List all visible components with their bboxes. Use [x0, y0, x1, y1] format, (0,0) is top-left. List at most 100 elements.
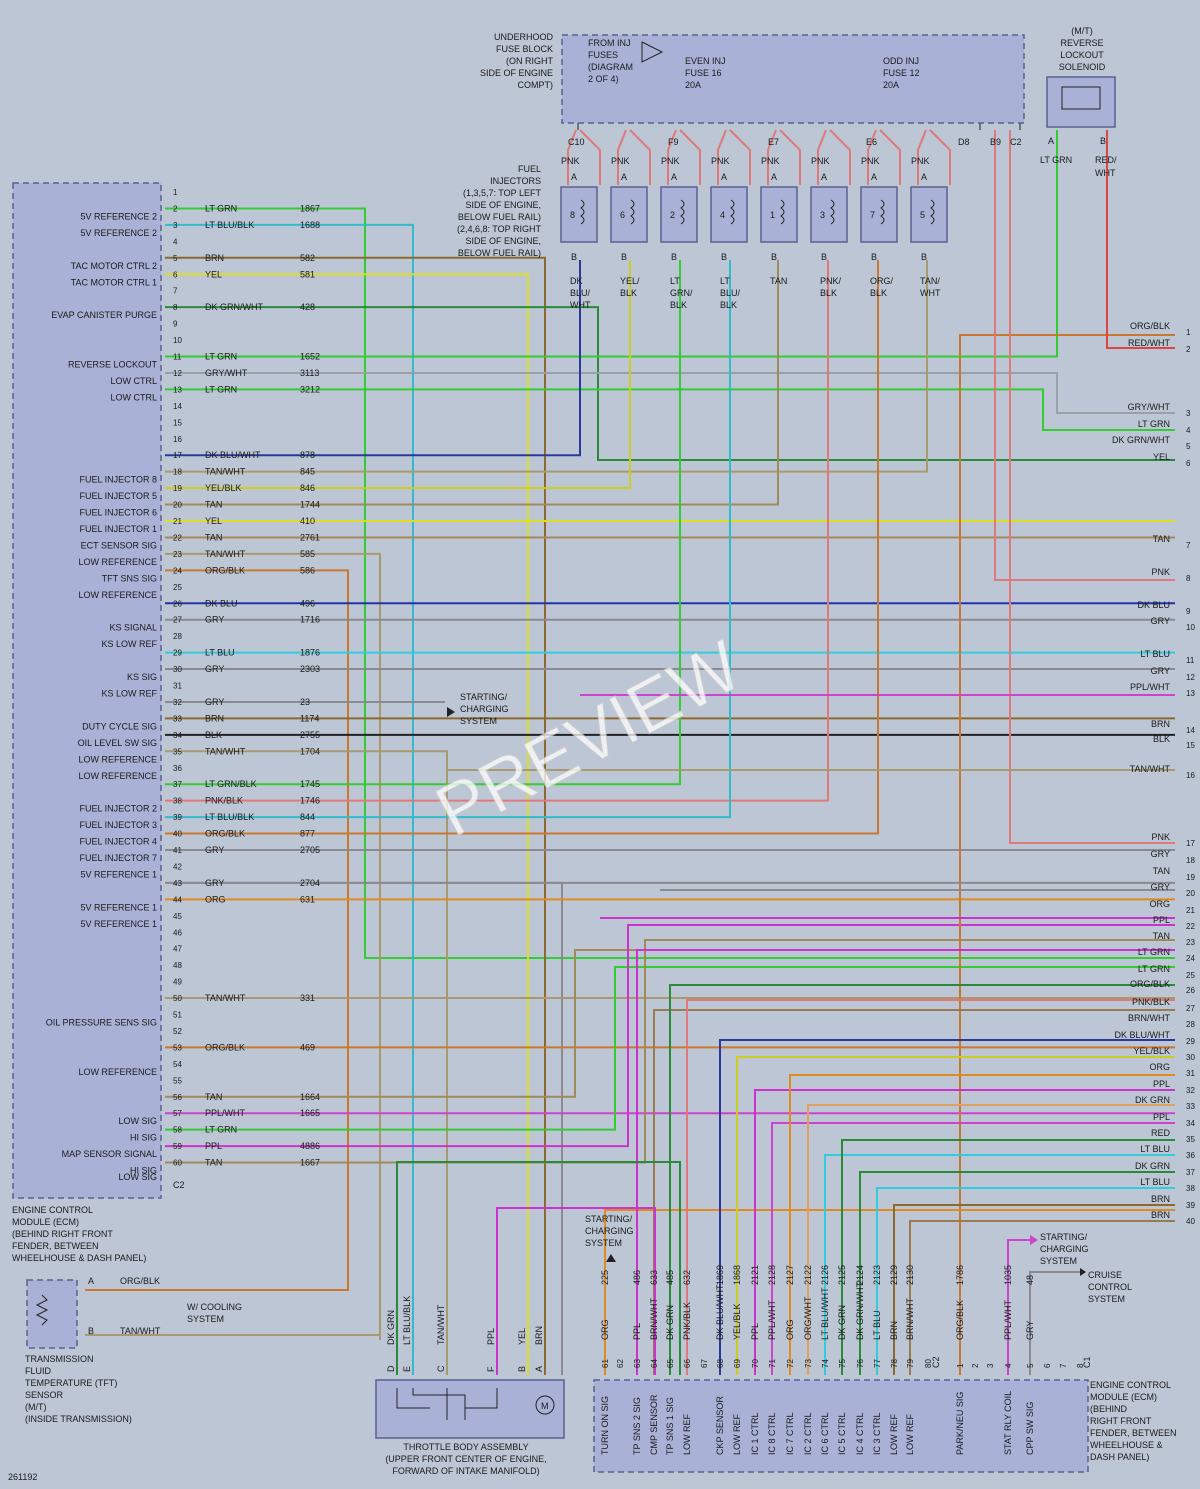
right-wire-1: ORG/BLK — [1130, 321, 1170, 331]
injector-num-7: 7 — [870, 210, 875, 220]
ecm-b-sig-75: IC 5 CTRL — [837, 1412, 847, 1455]
ecm-b-circ-1: 1786 — [955, 1265, 965, 1285]
right-pin-40: 40 — [1186, 1217, 1195, 1226]
right-pin-27: 27 — [1186, 1004, 1195, 1013]
fuse-terminal-C2: C2 — [1010, 137, 1022, 147]
ecm-sig-8: EVAP CANISTER PURGE — [51, 310, 157, 320]
ecm-wire-19 — [165, 260, 631, 490]
diagram-id: 261192 — [8, 1472, 37, 1482]
ecm-circuit-3: 1688 — [300, 220, 320, 230]
throttle-motor-label: M — [541, 1401, 549, 1411]
solenoid-label: LOCKOUT — [1060, 50, 1104, 60]
ecm-b-pin-78: 78 — [890, 1359, 899, 1368]
ecm-b-pin-6: 6 — [1043, 1363, 1052, 1368]
solenoid-label: SOLENOID — [1059, 62, 1106, 72]
ecm-pin-33: 33 — [173, 714, 182, 723]
ecm-b-wire-72: ORG — [785, 1319, 795, 1340]
ecm-circuit-21: 410 — [300, 516, 315, 526]
injector-8 — [560, 186, 598, 243]
solenoid-wire-a: LT GRN — [1040, 155, 1072, 165]
inj-bottom-wire-7: TAN/ — [920, 276, 940, 286]
injector-coil-icon — [730, 199, 735, 225]
inj-pin-b-0: B — [571, 252, 577, 262]
ecm-b-pin-71: 71 — [768, 1359, 777, 1368]
ecm-bottom-label: RIGHT FRONT — [1090, 1416, 1152, 1426]
inj-top-wire-6: PNK — [861, 156, 880, 166]
ecm-circuit-19: 846 — [300, 483, 315, 493]
right-wire-5: DK GRN/WHT — [1112, 435, 1170, 445]
right-pin-29: 29 — [1186, 1037, 1195, 1046]
inj-pnk2-4 — [779, 129, 801, 185]
ecm-sig-30: KS SIG — [127, 672, 157, 682]
ecm-pin-32: 32 — [173, 698, 182, 707]
right-pin-5: 5 — [1186, 442, 1191, 451]
inj-pin-b-5: B — [821, 252, 827, 262]
right-wire-2: RED/WHT — [1128, 338, 1170, 348]
ecm-pin-41: 41 — [173, 846, 182, 855]
ecm-wire-color-29: LT BLU — [205, 648, 235, 658]
tft-cooling: SYSTEM — [187, 1314, 224, 1324]
ecm-b-wire-76: DK GRN/WHT — [855, 1282, 865, 1340]
ecm-pin-19: 19 — [173, 484, 182, 493]
injector-label: SIDE OF ENGINE, — [465, 200, 541, 210]
ecm-b-pin-65: 65 — [666, 1359, 675, 1368]
ecm-pin-17: 17 — [173, 451, 182, 460]
inj-pin-b-2: B — [671, 252, 677, 262]
ecm-sig-54: LOW REFERENCE — [78, 1067, 157, 1077]
btm-wire-5 — [686, 999, 1175, 1375]
inj-pin-b-7: B — [921, 252, 927, 262]
ecm-pin-6: 6 — [173, 270, 178, 279]
right-pin-35: 35 — [1186, 1135, 1195, 1144]
inj-pnk2-6 — [879, 129, 901, 185]
ecm-pin-21: 21 — [173, 517, 182, 526]
tft-wire-a: ORG/BLK — [120, 1276, 160, 1286]
inj-pin-a-7: A — [921, 172, 927, 182]
ecm-pin-37: 37 — [173, 780, 182, 789]
ecm-pin-60: 60 — [173, 1159, 182, 1168]
ecm-b-pin-69: 69 — [733, 1359, 742, 1368]
right-wire-15: BLK — [1153, 734, 1170, 744]
right-pin-2: 2 — [1186, 345, 1191, 354]
inj-pnk-4 — [767, 129, 777, 185]
ecm-pin-26: 26 — [173, 599, 182, 608]
right-wire-11: LT BLU — [1140, 649, 1170, 659]
ecm-b-wire-75: DK GRN — [837, 1305, 847, 1340]
fuse-block-box — [561, 34, 1025, 124]
ecm-b-wire-66: PNK/BLK — [682, 1302, 692, 1340]
right-wire-37: DK GRN — [1135, 1161, 1170, 1171]
right-pin-33: 33 — [1186, 1102, 1195, 1111]
ecm-b-pin-75: 75 — [838, 1359, 847, 1368]
ecm-b-wire-5: GRY — [1025, 1321, 1035, 1340]
ecm-circuit-17: 878 — [300, 450, 315, 460]
right-pin-21: 21 — [1186, 906, 1195, 915]
ecm-b-circ-71: 2128 — [767, 1265, 777, 1285]
ecm-b-sig-61: TURN ON SIG — [600, 1396, 610, 1455]
ecm-b-pin-70: 70 — [751, 1359, 760, 1368]
right-pin-13: 13 — [1186, 689, 1195, 698]
right-pin-23: 23 — [1186, 938, 1195, 947]
injector-coil-icon — [830, 199, 835, 225]
ecm-sig-21: FUEL INJECTOR 1 — [79, 524, 157, 534]
inj-pin-a-4: A — [771, 172, 777, 182]
ecm-pin-27: 27 — [173, 616, 182, 625]
ecm-pin-12: 12 — [173, 369, 182, 378]
right-wire-16: TAN/WHT — [1130, 764, 1171, 774]
ecm-wire-color-53: ORG/BLK — [205, 1042, 245, 1052]
from-inj-label: FUSES — [588, 50, 618, 60]
ecm-pin-44: 44 — [173, 895, 182, 904]
injector-label: (1,3,5,7: TOP LEFT — [463, 188, 542, 198]
btm-wire-7 — [719, 1039, 1175, 1375]
ecm-pin-50: 50 — [173, 994, 182, 1003]
inj-top-wire-0: PNK — [561, 156, 580, 166]
ecm-bottom-label: (BEHIND — [1090, 1404, 1128, 1414]
injector-coil-icon — [930, 199, 935, 225]
inj-pin-a-0: A — [571, 172, 577, 182]
tft-sensor-box — [26, 1279, 78, 1349]
ecm-pin-8: 8 — [173, 303, 178, 312]
ecm-circuit-11: 1652 — [300, 352, 320, 362]
cruise-label: SYSTEM — [1088, 1294, 1125, 1304]
btm-wire-14 — [841, 1139, 1175, 1375]
ecm-sig-28: KS LOW REF — [101, 639, 157, 649]
tft-label: TEMPERATURE (TFT) — [25, 1378, 117, 1388]
inj-bottom-wire-0: DK — [570, 276, 583, 286]
